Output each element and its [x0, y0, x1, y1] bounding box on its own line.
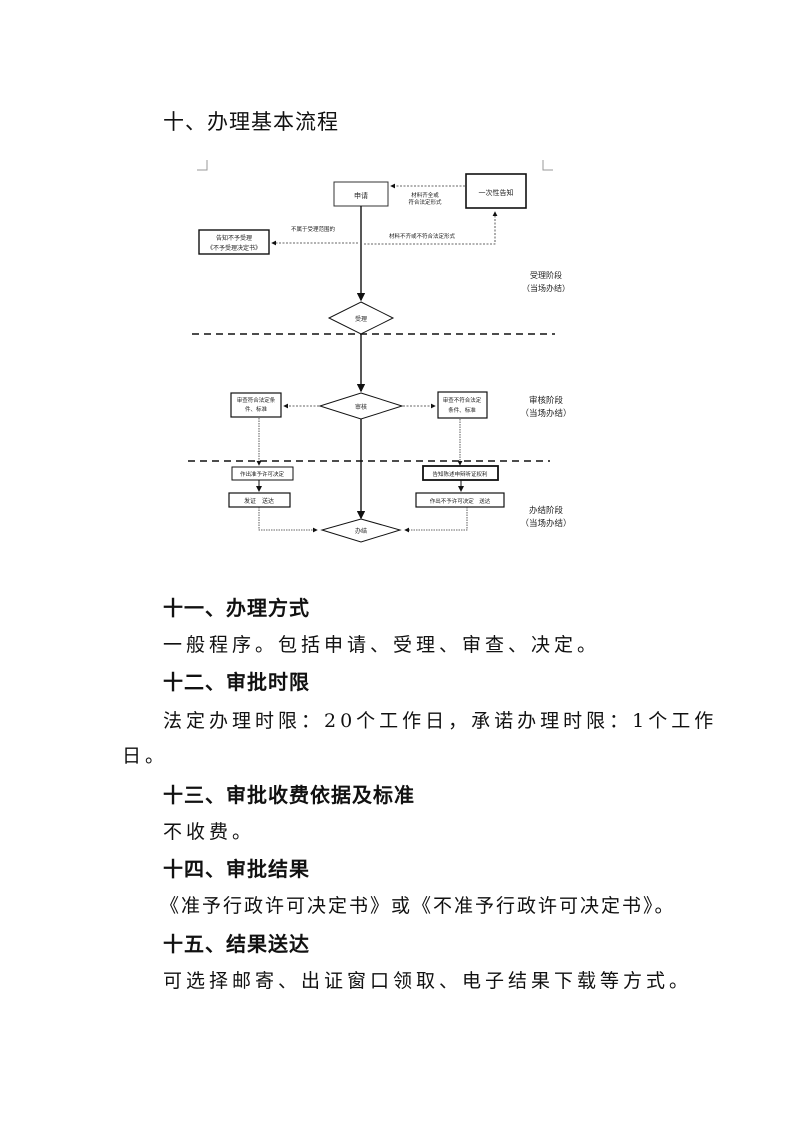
process-flowchart: 申请 一次性告知 材料齐全或 符合法定形式 告知不予受理 《不予受理决定书》 不… [188, 160, 572, 543]
section-body-fees: 不收费。 [163, 821, 256, 843]
svg-text:作出准予许可决定: 作出准予许可决定 [240, 470, 285, 478]
svg-text:作出不予许可决定 送达: 作出不予许可决定 送达 [430, 497, 491, 505]
section-body-delivery: 可选择邮寄、出证窗口领取、电子结果下载等方式。 [163, 970, 693, 992]
node-issue: 发证 送达 [228, 492, 291, 508]
section-heading-process: 十、办理基本流程 [163, 110, 339, 134]
node-reject-notice: 告知不予受理 《不予受理决定书》 [198, 229, 270, 255]
svg-text:申请: 申请 [354, 191, 368, 200]
stage-label-finish: 办结阶段 [529, 505, 564, 516]
edge-label-complete-2: 符合法定形式 [408, 198, 442, 206]
svg-text:告知不予受理: 告知不予受理 [216, 234, 252, 242]
svg-text:《不予受理决定书》: 《不予受理决定书》 [207, 244, 261, 252]
edge-label-out-of-scope: 不属于受理范围的 [291, 225, 336, 233]
section-body-method: 一般程序。包括申请、受理、审查、决定。 [163, 634, 601, 656]
svg-text:一次性告知: 一次性告知 [479, 188, 514, 197]
svg-text:受理: 受理 [355, 315, 367, 323]
node-accept: 受理 [327, 301, 395, 335]
stage-label-review: 审核阶段 [529, 395, 564, 406]
node-review-pass: 审查符合法定条 件、标准 [230, 392, 282, 418]
section-title-fees: 十三、审批收费依据及标准 [163, 783, 415, 807]
svg-text:审查符合法定条: 审查符合法定条 [237, 396, 276, 404]
node-finish: 办结 [320, 518, 402, 543]
section-title-method: 十一、办理方式 [163, 596, 310, 620]
node-apply: 申请 [333, 181, 389, 207]
crop-mark-right [542, 160, 553, 171]
section-body-time-limit-cont: 日。 [122, 745, 169, 767]
stage-label-accept: 受理阶段 [530, 270, 562, 280]
svg-text:条件、标准: 条件、标准 [448, 406, 476, 414]
section-title-time-limit: 十二、审批时限 [163, 670, 310, 694]
section-body-result: 《准予行政许可决定书》或《不准予行政许可决定书》。 [160, 895, 676, 917]
stage-note-accept: （当场办结） [522, 283, 570, 293]
node-review: 审核 [318, 392, 404, 420]
section-title-delivery: 十五、结果送达 [163, 932, 310, 956]
crop-mark-left [197, 160, 208, 171]
svg-text:发证 送达: 发证 送达 [244, 497, 274, 505]
stage-note-finish: （当场办结） [520, 518, 571, 529]
edge-label-incomplete: 材料不齐或不符合法定形式 [389, 232, 456, 240]
node-review-fail: 审查不符合法定 条件、标准 [437, 391, 488, 419]
section-body-time-limit: 法定办理时限：20个工作日，承诺办理时限：1个工作 [163, 710, 718, 732]
svg-text:告知陈述申辩听证权利: 告知陈述申辩听证权利 [432, 470, 487, 478]
node-hearing-rights: 告知陈述申辩听证权利 [422, 465, 499, 481]
node-deny: 作出不予许可决定 送达 [415, 492, 505, 508]
edge-deny-to-finish [404, 507, 468, 533]
stage-note-review: （当场办结） [520, 408, 571, 419]
edge-incomplete-to-notice [364, 211, 498, 245]
node-one-time-notice: 一次性告知 [465, 173, 527, 209]
edge-issue-to-finish [258, 507, 318, 533]
svg-text:办结: 办结 [355, 527, 367, 535]
svg-text:审查不符合法定: 审查不符合法定 [443, 396, 482, 404]
svg-text:审核: 审核 [355, 403, 367, 411]
node-approve: 作出准予许可决定 [231, 466, 294, 481]
edge-label-complete-1: 材料齐全或 [411, 191, 439, 199]
svg-text:件、标准: 件、标准 [245, 405, 268, 413]
section-title-result: 十四、审批结果 [163, 857, 310, 881]
